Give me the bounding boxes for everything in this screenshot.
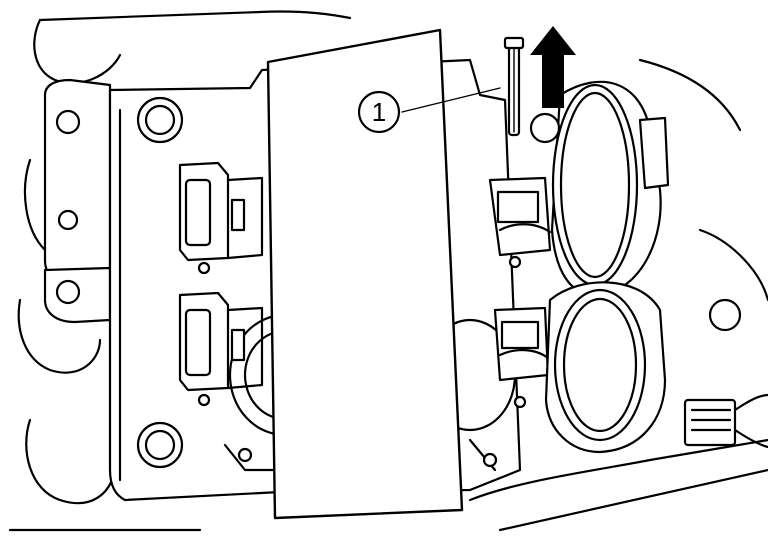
harness-connector xyxy=(683,393,768,449)
solenoid-connector-upper-right xyxy=(488,176,552,269)
valve-cover-lower xyxy=(544,281,742,454)
solenoid-connector-lower-right xyxy=(493,306,550,409)
valve-cover-upper xyxy=(529,80,670,297)
solenoid-connector-lower-left xyxy=(178,291,264,407)
background-engine-outline xyxy=(8,10,768,532)
solenoid-connector-upper-left xyxy=(178,161,264,275)
pin-socket xyxy=(529,112,561,144)
removal-direction-arrow-icon xyxy=(530,26,576,108)
protective-cover-sheet xyxy=(266,28,464,520)
bolt-hole xyxy=(55,279,81,305)
retaining-pin xyxy=(503,36,525,137)
callout-leader-line xyxy=(401,87,501,113)
bolt-hole xyxy=(55,109,81,135)
left-bracket xyxy=(43,78,112,324)
callout-marker: 1 xyxy=(357,90,401,134)
callout-number: 1 xyxy=(372,97,386,127)
